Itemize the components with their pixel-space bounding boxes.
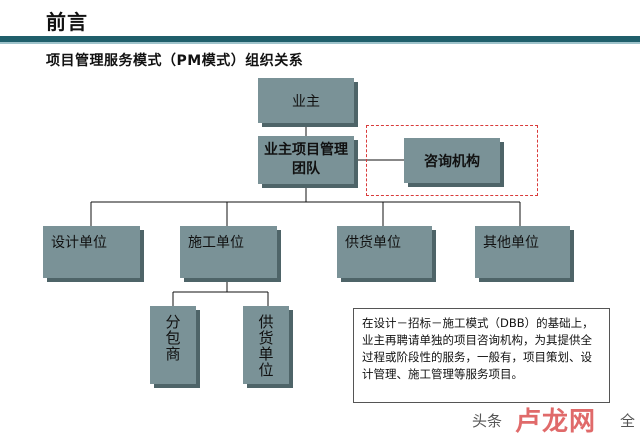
node-other: 其他单位: [475, 226, 570, 278]
node-pm-team-label: 业主项目管理团队: [264, 142, 348, 177]
node-subcontractor: 分包商: [150, 306, 196, 384]
node-other-label: 其他单位: [483, 235, 539, 251]
node-construct-label: 施工单位: [188, 235, 244, 251]
node-owner: 业主: [258, 78, 354, 123]
diagram-subtitle: 项目管理服务模式（PM模式）组织关系: [46, 53, 304, 69]
node-supply: 供货单位: [337, 226, 432, 278]
watermark-brand: 卢龙网: [515, 407, 597, 437]
node-construct: 施工单位: [180, 226, 277, 278]
consult-highlight-frame: [366, 125, 538, 196]
watermark-prefix: 头条: [472, 412, 503, 430]
node-pm-team: 业主项目管理团队: [258, 136, 354, 184]
header-bar: [0, 36, 640, 42]
node-owner-label: 业主: [292, 93, 320, 110]
header-bar-accent: [0, 42, 640, 44]
node-design: 设计单位: [43, 226, 140, 278]
description-note: 在设计－招标－施工模式（DBB）的基础上，业主再聘请单独的项目咨询机构，为其提供…: [353, 308, 610, 403]
page-title: 前言: [46, 10, 88, 34]
watermark-suffix: 全: [620, 412, 636, 430]
node-consult: 咨询机构: [404, 138, 500, 183]
node-supply-label: 供货单位: [345, 235, 401, 251]
node-subcontractor-label: 分包商: [163, 314, 182, 362]
node-design-label: 设计单位: [51, 235, 107, 251]
node-sub-supply-label: 供货单位: [256, 314, 275, 378]
node-sub-supply: 供货单位: [243, 306, 289, 384]
node-consult-label: 咨询机构: [424, 153, 480, 170]
